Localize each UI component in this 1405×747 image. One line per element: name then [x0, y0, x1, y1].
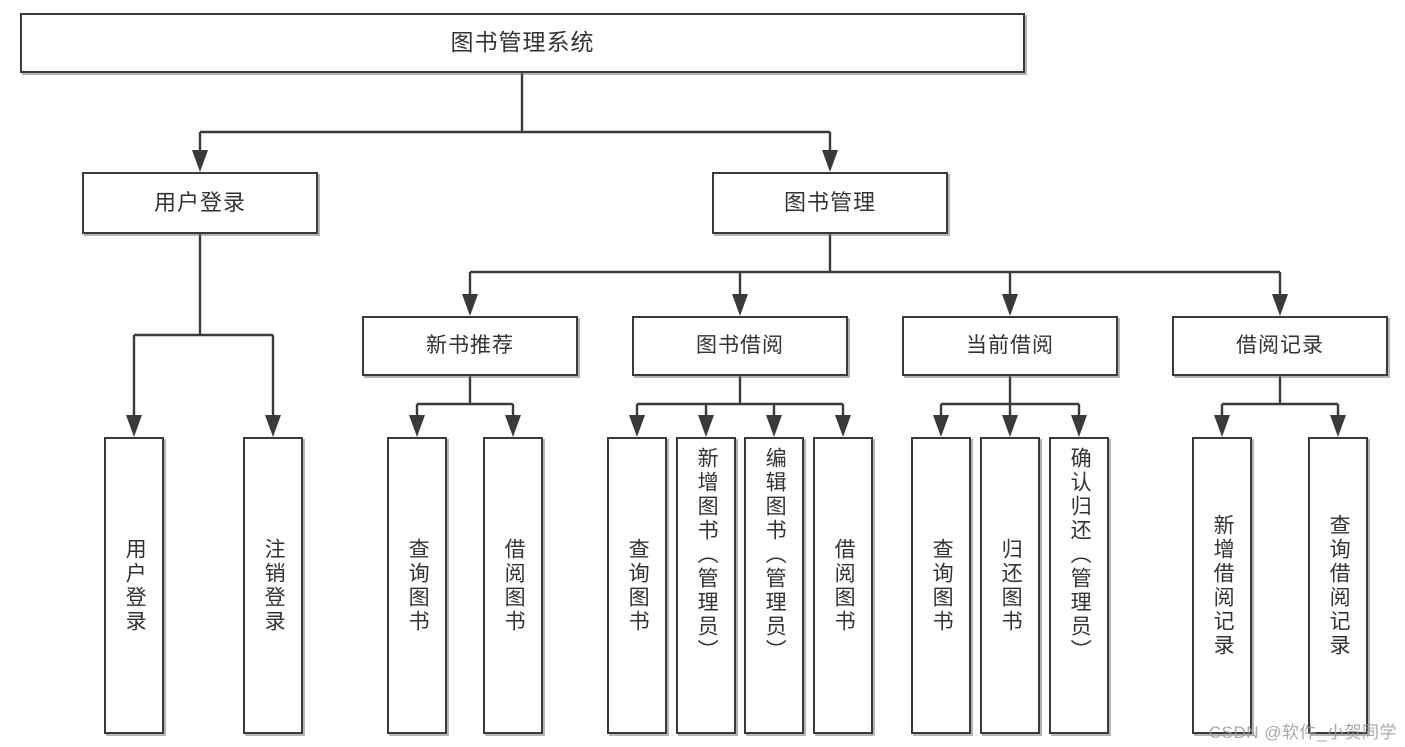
node-current-borrow[interactable]: 当前借阅 [902, 316, 1118, 376]
arrow-bm-to-current-borrow [1002, 294, 1018, 316]
node-leaf-borrow-book-1[interactable]: 借阅图书 [483, 437, 543, 734]
arrow-nbr-leaf2 [505, 415, 521, 437]
arrow-root-to-book-manage [822, 150, 838, 172]
arrow-bb-leaf1 [629, 415, 645, 437]
node-leaf-add-book[interactable]: 新增图书（管理员） [676, 437, 736, 734]
arrow-br-leaf1 [1214, 415, 1230, 437]
node-leaf-add-record-label: 新增借阅记录 [1211, 513, 1235, 658]
node-user-login[interactable]: 用户登录 [82, 172, 318, 234]
arrow-bb-leaf2 [698, 415, 714, 437]
arrow-cb-leaf1 [933, 415, 949, 437]
node-borrow-record[interactable]: 借阅记录 [1172, 316, 1388, 376]
node-leaf-query-book-2-label: 查询图书 [626, 537, 650, 634]
node-leaf-return-book[interactable]: 归还图书 [980, 437, 1040, 734]
node-leaf-query-book-3[interactable]: 查询图书 [911, 437, 971, 734]
node-leaf-confirm-return[interactable]: 确认归还（管理员） [1049, 437, 1109, 734]
arrow-bb-leaf4 [835, 415, 851, 437]
node-book-borrow[interactable]: 图书借阅 [632, 316, 848, 376]
node-leaf-return-book-label: 归还图书 [999, 537, 1023, 634]
node-leaf-add-book-label: 新增图书（管理员） [695, 447, 719, 663]
arrow-nbr-leaf1 [409, 415, 425, 437]
node-leaf-edit-book[interactable]: 编辑图书（管理员） [744, 437, 804, 734]
arrow-user-login-leaf2 [265, 415, 281, 437]
node-leaf-confirm-return-label: 确认归还（管理员） [1068, 447, 1092, 663]
watermark: CSDN @软件_小贺同学 [1208, 723, 1397, 742]
node-leaf-user-login[interactable]: 用户登录 [104, 437, 164, 734]
node-leaf-query-book-1-label: 查询图书 [406, 537, 430, 634]
node-leaf-add-record[interactable]: 新增借阅记录 [1192, 437, 1252, 734]
node-leaf-borrow-book-1-label: 借阅图书 [502, 537, 526, 634]
node-leaf-borrow-book-2[interactable]: 借阅图书 [813, 437, 873, 734]
arrow-cb-leaf2 [1002, 415, 1018, 437]
node-current-borrow-label: 当前借阅 [966, 334, 1054, 358]
node-leaf-query-book-1[interactable]: 查询图书 [387, 437, 447, 734]
arrow-bm-to-new-book [462, 294, 478, 316]
arrow-user-login-leaf1 [126, 415, 142, 437]
node-borrow-record-label: 借阅记录 [1236, 334, 1324, 358]
node-leaf-user-login-label: 用户登录 [123, 537, 147, 634]
node-leaf-query-book-2[interactable]: 查询图书 [607, 437, 667, 734]
arrow-root-to-user-login [192, 150, 208, 172]
node-root[interactable]: 图书管理系统 [20, 13, 1025, 73]
arrow-bm-to-book-borrow [732, 294, 748, 316]
node-root-label: 图书管理系统 [450, 29, 595, 56]
arrow-bb-leaf3 [766, 415, 782, 437]
node-leaf-query-record-label: 查询借阅记录 [1327, 513, 1351, 658]
node-book-manage-label: 图书管理 [783, 189, 876, 215]
node-new-book-recommend[interactable]: 新书推荐 [362, 316, 578, 376]
node-leaf-logout-login-label: 注销登录 [262, 537, 286, 634]
node-leaf-query-record[interactable]: 查询借阅记录 [1308, 437, 1368, 734]
arrow-bm-to-borrow-record [1272, 294, 1288, 316]
node-new-book-recommend-label: 新书推荐 [426, 334, 514, 358]
node-leaf-edit-book-label: 编辑图书（管理员） [763, 447, 787, 663]
node-leaf-query-book-3-label: 查询图书 [930, 537, 954, 634]
node-leaf-borrow-book-2-label: 借阅图书 [832, 537, 856, 634]
node-book-borrow-label: 图书借阅 [696, 334, 784, 358]
node-leaf-logout-login[interactable]: 注销登录 [243, 437, 303, 734]
node-user-login-label: 用户登录 [153, 189, 246, 215]
arrow-br-leaf2 [1330, 415, 1346, 437]
node-book-manage[interactable]: 图书管理 [712, 172, 948, 234]
arrow-cb-leaf3 [1071, 415, 1087, 437]
